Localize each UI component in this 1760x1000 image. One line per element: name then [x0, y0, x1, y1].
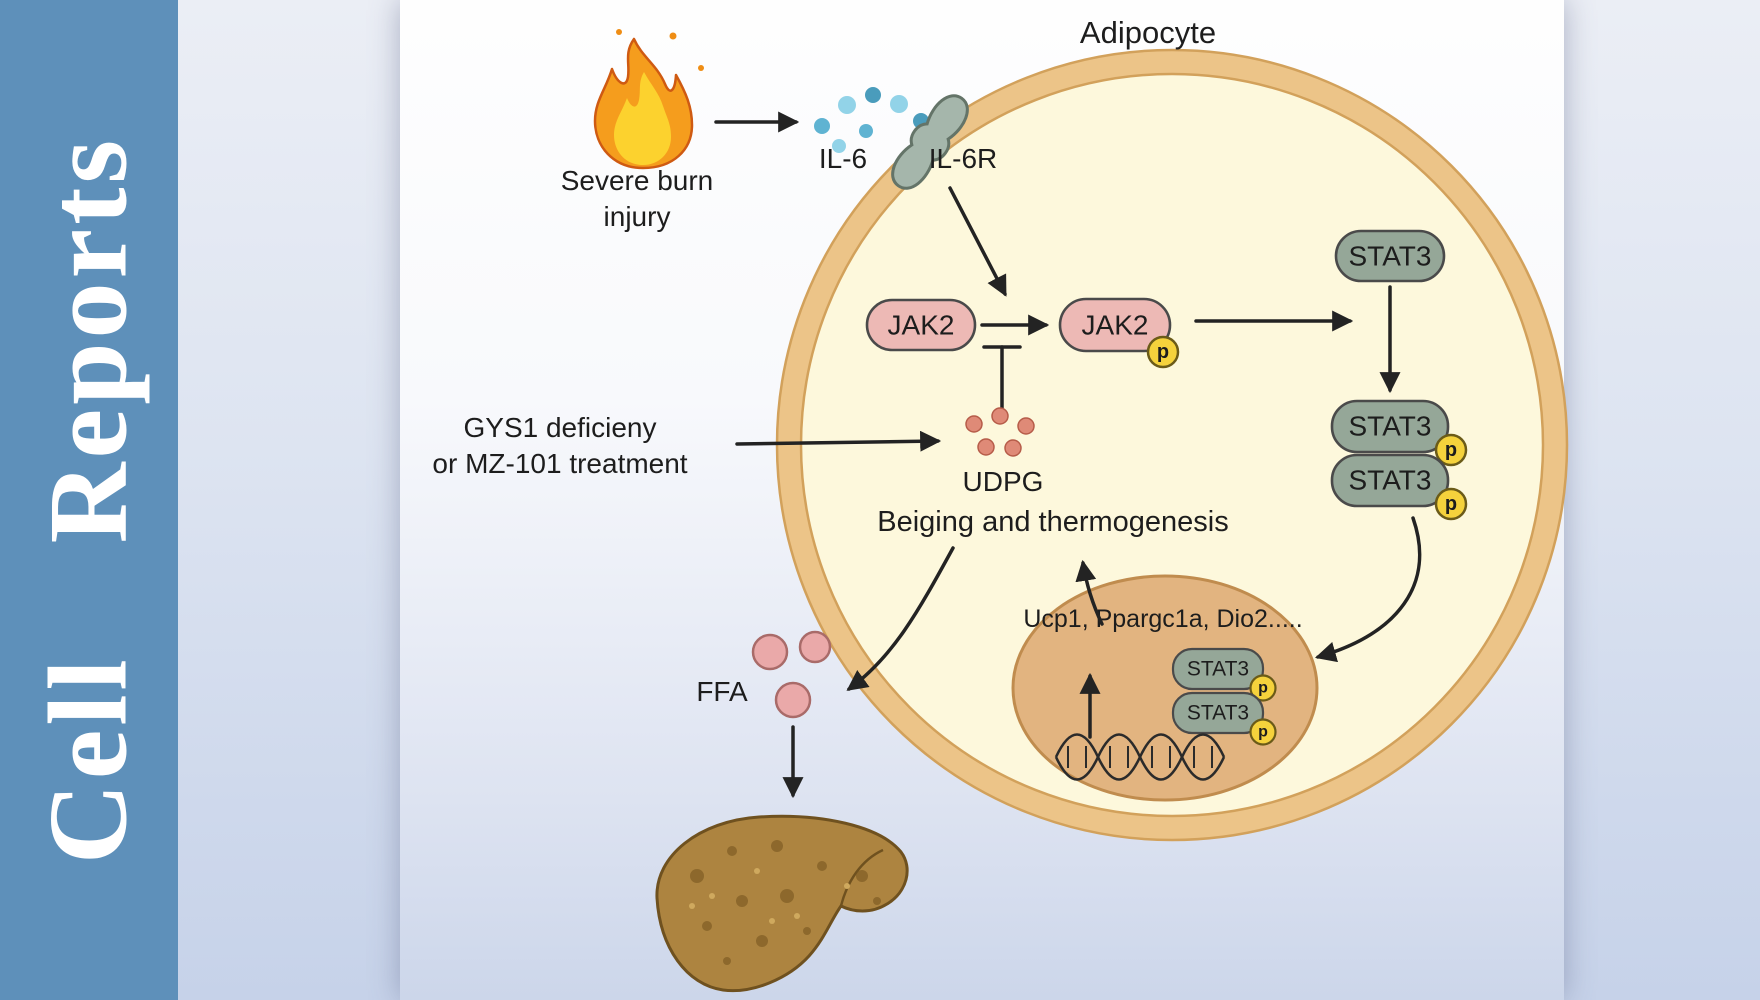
il6-dot — [890, 95, 908, 113]
udpg-dots-icon — [965, 407, 1035, 457]
phospho-badge — [1434, 433, 1468, 467]
cell-membrane — [777, 50, 1567, 840]
stat3-nuclear-label: STAT3 — [1187, 658, 1249, 681]
stat3-p-box — [1330, 453, 1450, 508]
il6r-receptor-icon — [891, 94, 969, 190]
ffa-droplets-icon — [751, 630, 832, 719]
journal-title: Cell Reports — [26, 135, 151, 865]
phospho-badge — [1146, 335, 1180, 369]
severe-burn-label-line2: injury — [604, 201, 671, 232]
stat3-node: STAT3 — [1334, 229, 1446, 283]
severe-burn-label-line1: Severe burn — [561, 165, 714, 196]
liver-body — [655, 814, 909, 993]
il6-dot — [838, 96, 856, 114]
liver-highlight-dots — [689, 868, 850, 924]
jak2-box — [865, 298, 977, 352]
arrow-gys1-to-udpg — [735, 430, 942, 452]
nucleus: Ucp1, Ppargc1a, Dio2..... STAT3 p STAT3 … — [1011, 574, 1319, 802]
ffa-droplet — [751, 633, 789, 671]
beiging-label: Beiging and thermogenesis — [877, 506, 1228, 538]
diagram-title: Adipocyte — [1080, 15, 1216, 50]
stat3-p-label: STAT3 — [1349, 465, 1432, 496]
liver-fissure — [839, 848, 884, 907]
il6r-label: IL-6R — [929, 143, 997, 174]
arrow-dimer-to-nucleus — [1314, 516, 1422, 663]
udpg-dot — [1004, 439, 1022, 457]
arrow-beiging-to-ffa — [846, 546, 955, 691]
jak2-node: JAK2 — [865, 298, 977, 352]
stat3-label: STAT3 — [1349, 241, 1432, 272]
jak2-label: JAK2 — [888, 310, 955, 341]
phospho-label: p — [1157, 341, 1169, 363]
il6-dot — [865, 87, 881, 103]
target-genes-label: Ucp1, Ppargc1a, Dio2..... — [1023, 605, 1302, 633]
jak2-p-box — [1058, 297, 1172, 353]
stat3-box — [1334, 229, 1446, 283]
ffa-label: FFA — [696, 676, 748, 707]
phospho-label: p — [1258, 680, 1268, 697]
nucleus-body — [1011, 574, 1319, 802]
gys1-label-line1: GYS1 deficieny — [464, 412, 657, 443]
liver-icon — [655, 814, 909, 993]
il6-dot — [832, 139, 846, 153]
stat3-p-box-nuclear — [1171, 647, 1265, 691]
ffa-droplet — [798, 630, 832, 664]
stat3-p-label: STAT3 — [1349, 411, 1432, 442]
stat3-p-box-nuclear — [1171, 691, 1265, 735]
cell-membrane-inner-edge — [799, 72, 1545, 818]
phospho-label: p — [1445, 493, 1457, 515]
arrow-receptor-to-jak2 — [948, 186, 1007, 297]
phospho-badge — [1434, 487, 1468, 521]
udpg-dot — [977, 438, 995, 456]
stat3-nuclear-label: STAT3 — [1187, 702, 1249, 725]
gys1-label-line2: or MZ-101 treatment — [432, 448, 687, 479]
phospho-badge — [1249, 674, 1277, 702]
udpg-label: UDPG — [963, 466, 1044, 497]
journal-sidebar: Cell Reports — [0, 0, 178, 1000]
il6-label: IL-6 — [819, 143, 867, 174]
phospho-badge — [1249, 718, 1277, 746]
udpg-dot — [1017, 417, 1035, 435]
udpg-dot — [965, 415, 983, 433]
jak2-phospho-node: JAK2 p — [1058, 297, 1180, 369]
il6-dots-icon — [814, 87, 929, 153]
flame-icon — [593, 29, 704, 170]
liver-texture-spots — [690, 840, 881, 965]
il6-dot — [859, 124, 873, 138]
dna-helix-icon — [1054, 733, 1226, 781]
phospho-label: p — [1258, 724, 1268, 741]
arrow-nucleus-to-beiging — [1075, 559, 1104, 626]
udpg-dot — [991, 407, 1009, 425]
stat3-p-box — [1330, 399, 1450, 454]
stat3-phospho-dimer: STAT3 p STAT3 p — [1330, 399, 1468, 521]
phospho-label: p — [1445, 439, 1457, 461]
il6-dot — [814, 118, 830, 134]
ffa-droplet — [774, 681, 812, 719]
jak2-p-label: JAK2 — [1082, 310, 1149, 341]
